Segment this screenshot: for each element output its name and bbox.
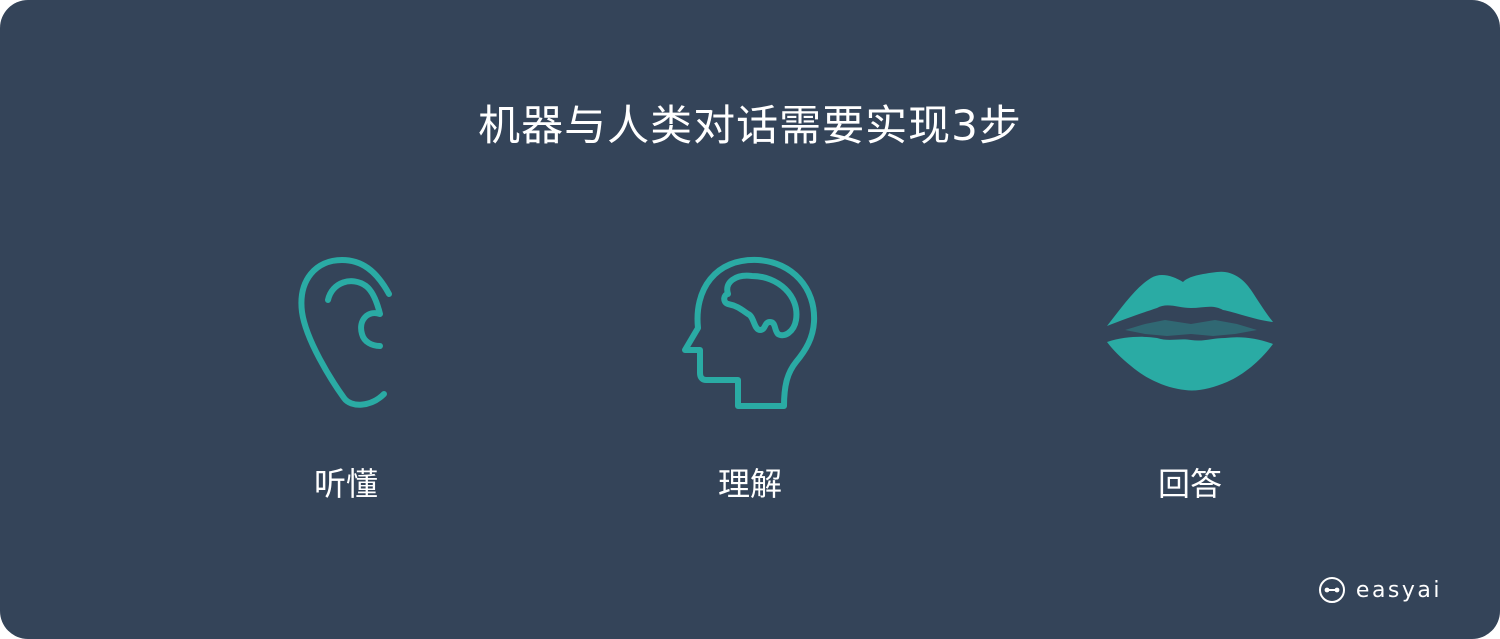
step-listen: 听懂: [196, 250, 496, 520]
step-label-listen: 听懂: [313, 465, 378, 503]
step-label-understand: 理解: [717, 465, 782, 503]
step-answer: 回答: [1040, 250, 1340, 520]
brand-name: easyai: [1355, 577, 1442, 603]
easyai-logo-icon: [1318, 577, 1345, 603]
head-brain-icon: [682, 256, 818, 409]
lips-icon: [1107, 271, 1273, 391]
step-understand: 理解: [600, 250, 900, 520]
ear-icon: [298, 257, 392, 408]
brand-logo: easyai: [1318, 572, 1442, 608]
step-label-answer: 回答: [1157, 465, 1222, 503]
page-title: 机器与人类对话需要实现3步: [478, 101, 1022, 150]
